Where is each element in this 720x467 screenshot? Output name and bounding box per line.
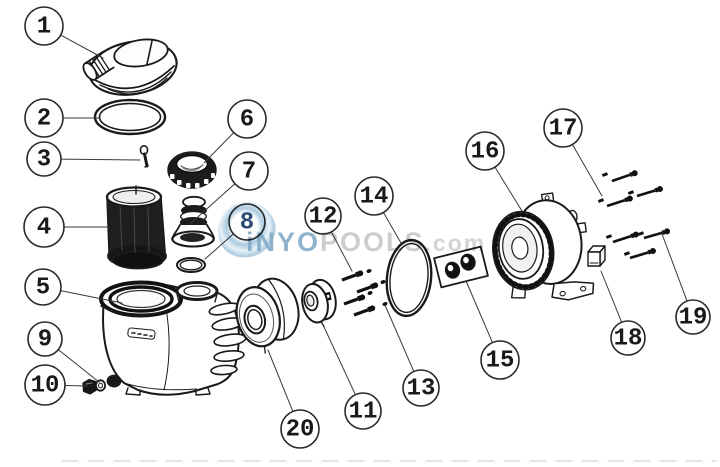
leader-line-16 — [494, 166, 523, 212]
part-13-washers — [366, 269, 388, 306]
leader-line-19 — [661, 233, 688, 302]
leader-line-5 — [60, 290, 123, 304]
part-11-impeller — [301, 278, 337, 328]
leader-line-17 — [571, 143, 603, 197]
callout-number-5: 5 — [36, 275, 50, 302]
callout-number-19: 19 — [679, 305, 708, 332]
callout-circle-18 — [610, 320, 646, 356]
part-10-drain-plug — [82, 378, 98, 395]
leader-line-7 — [189, 183, 236, 225]
callout-number-13: 13 — [407, 376, 436, 403]
part-5-pump-housing — [99, 280, 247, 396]
part-8-adapter-oring — [176, 257, 206, 273]
part-9-drain-washer — [95, 379, 107, 392]
callout-number-7: 7 — [242, 159, 256, 186]
callout-circle-19 — [675, 299, 711, 335]
leader-line-20 — [267, 349, 294, 412]
callout-circle-12 — [304, 197, 342, 235]
callout-circle-6 — [227, 99, 267, 139]
part-14-housing-oring — [385, 238, 433, 318]
part-7-hose-adapter — [171, 195, 215, 248]
part-12-screws — [341, 270, 379, 317]
callout-number-20: 20 — [286, 417, 315, 444]
callout-circle-16 — [465, 131, 505, 171]
callout-number-18: 18 — [614, 326, 643, 353]
callout-number-3: 3 — [37, 147, 51, 174]
callout-circle-2 — [24, 98, 64, 138]
callout-number-17: 17 — [549, 116, 578, 143]
callout-number-11: 11 — [349, 399, 378, 426]
callout-circle-17 — [543, 108, 583, 148]
callout-circle-3 — [26, 141, 62, 177]
callout-circle-1 — [24, 6, 64, 46]
part-17-bolts-upper — [597, 170, 663, 208]
callout-number-6: 6 — [240, 107, 254, 134]
callout-circle-20 — [280, 409, 320, 449]
housing-label — [127, 327, 156, 340]
callout-number-9: 9 — [38, 327, 52, 354]
callout-number-10: 10 — [31, 373, 60, 400]
callout-circle-7 — [229, 151, 269, 191]
leader-line-13 — [384, 304, 415, 372]
callout-number-1: 1 — [37, 14, 51, 41]
leader-line-15 — [465, 280, 493, 344]
part-6-union-nut — [167, 151, 217, 189]
callout-circle-14 — [354, 176, 394, 216]
callout-number-14: 14 — [360, 184, 389, 211]
callout-circle-4 — [23, 206, 65, 248]
leader-line-9 — [57, 349, 100, 383]
leader-line-1 — [60, 34, 104, 59]
callout-number-4: 4 — [37, 215, 51, 242]
part-16-seal-plate — [492, 192, 595, 301]
callout-number-8: 8 — [240, 210, 254, 237]
callout-circle-11 — [344, 392, 382, 430]
part-19-bolts-lower — [605, 228, 671, 260]
leader-line-10 — [64, 384, 88, 387]
part-18-mounting-block — [587, 245, 606, 267]
leader-line-3 — [60, 158, 141, 161]
part-15-shaft-seal-kit — [433, 245, 489, 289]
part-20-diffuser — [235, 277, 300, 354]
part-4-strainer-basket — [105, 185, 167, 270]
callout-circle-10 — [24, 364, 66, 406]
callout-number-2: 2 — [37, 106, 51, 133]
callout-number-15: 15 — [486, 348, 515, 375]
callout-number-16: 16 — [471, 139, 500, 166]
callout-circle-15 — [480, 340, 520, 380]
callout-number-12: 12 — [309, 204, 338, 231]
callout-circle-13 — [402, 369, 440, 407]
part-2-lid-oring — [93, 98, 167, 136]
leader-line-12 — [330, 231, 353, 272]
callout-circle-5 — [24, 268, 62, 306]
leader-line-6 — [203, 132, 235, 164]
leader-line-14 — [382, 211, 402, 244]
leader-line-18 — [600, 270, 623, 323]
part-1-strainer-lid — [82, 38, 178, 96]
leader-line-11 — [323, 326, 356, 396]
part-3-lid-screw — [139, 145, 149, 168]
callout-circle-9 — [27, 321, 63, 357]
